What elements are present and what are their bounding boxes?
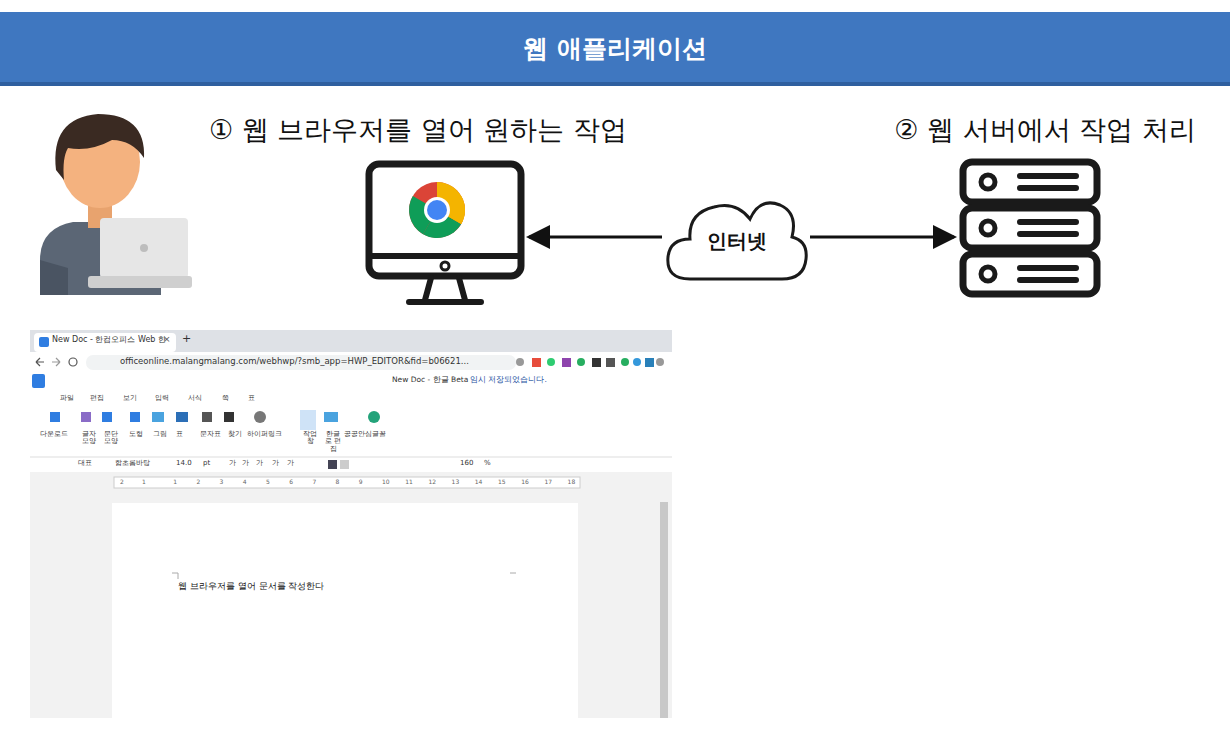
screenshot-label: 도형	[129, 431, 143, 438]
ruler-number: 7	[312, 479, 316, 485]
step-heading: ① 웹 브라우저를 열어 원하는 작업	[209, 112, 627, 148]
screenshot-label: 쪽	[222, 395, 229, 402]
internet-cloud: 인터넷	[662, 183, 812, 291]
screenshot-label: 표	[248, 395, 255, 402]
screenshot-label: 입력	[155, 395, 169, 402]
screenshot-label: New Doc - 한글 Beta	[392, 376, 468, 384]
screenshot-label: 한글로 편집	[323, 431, 343, 453]
person-illustration	[28, 100, 198, 300]
node-shape	[958, 158, 1102, 302]
ruler-number: 9	[359, 479, 363, 485]
ruler-number: 17	[544, 479, 552, 485]
screenshot-label: 가	[287, 460, 294, 467]
ruler-number: 2	[196, 479, 200, 485]
screenshot-label: 표	[176, 431, 183, 438]
ruler-number: 6	[289, 479, 293, 485]
ruler-number: 15	[498, 479, 506, 485]
screenshot-label: ×	[163, 335, 171, 344]
node-shape	[365, 160, 525, 307]
screenshot-label: 하이퍼링크	[247, 431, 282, 438]
ruler-number: 2	[120, 479, 124, 485]
screenshot-label: 가	[229, 460, 236, 467]
screenshot-label: 작업 창	[303, 431, 317, 446]
ruler-number: 1	[142, 479, 146, 485]
screenshot-label: 다운로드	[40, 431, 68, 438]
ruler-number: 5	[266, 479, 270, 485]
cloud-label: 인터넷	[707, 228, 767, 255]
screenshot-label: 가	[242, 460, 249, 467]
screenshot-label: 문자표	[200, 431, 221, 438]
screenshot-label: 함초롬바탕	[115, 460, 150, 467]
screenshot-label: 가	[272, 460, 279, 467]
screenshot-label: 공공안심글꼴	[344, 431, 386, 438]
ruler-number: 18	[568, 479, 576, 485]
document-text: 웹 브라우저를 열어 문서를 작성한다	[178, 582, 324, 591]
screenshot-label: 글자 모양	[81, 431, 97, 446]
ruler-number: 8	[336, 479, 340, 485]
monitor-node: ① 웹 브라우저를 열어 원하는 작업	[365, 160, 525, 307]
ruler-number: 12	[428, 479, 436, 485]
screenshot-label: 그림	[153, 431, 167, 438]
ruler-number: 16	[521, 479, 529, 485]
ruler-number: 11	[405, 479, 413, 485]
screenshot-label: 160	[460, 460, 473, 467]
ruler-number: 10	[382, 479, 390, 485]
browser-screenshot	[30, 330, 672, 718]
screenshot-label: New Doc - 한컴오피스 Web 한	[52, 336, 166, 344]
step-heading: ② 웹 서버에서 작업 처리	[894, 112, 1196, 148]
ruler-number: 4	[243, 479, 247, 485]
screenshot-label: 임시 저장되었습니다.	[470, 376, 547, 384]
ruler-number: 3	[220, 479, 224, 485]
screenshot-label: 파일	[60, 395, 74, 402]
screenshot-label: 문단 모양	[103, 431, 119, 446]
screenshot-label: %	[484, 460, 491, 467]
ruler-number: 13	[452, 479, 460, 485]
title-text: 웹 애플리케이션	[523, 32, 707, 65]
web-server-node: ② 웹 서버에서 작업 처리	[958, 158, 1102, 302]
screenshot-label: +	[182, 333, 191, 345]
arrow-connector	[810, 236, 954, 239]
screenshot-label: 편집	[90, 395, 104, 402]
screenshot-label: 대표	[78, 460, 92, 467]
screenshot-label: 찾기	[228, 431, 242, 438]
screenshot-label: 보기	[123, 395, 137, 402]
ruler-number: 14	[475, 479, 483, 485]
screenshot-label: pt	[203, 460, 210, 467]
screenshot-label: 14.0	[176, 460, 192, 467]
arrow-connector	[529, 236, 662, 239]
ruler-number: 1	[173, 479, 177, 485]
screenshot-label: officeonline.malangmalang.com/webhwp/?sm…	[120, 357, 469, 366]
screenshot-label: 서식	[188, 395, 202, 402]
screenshot-label: 가	[256, 460, 263, 467]
